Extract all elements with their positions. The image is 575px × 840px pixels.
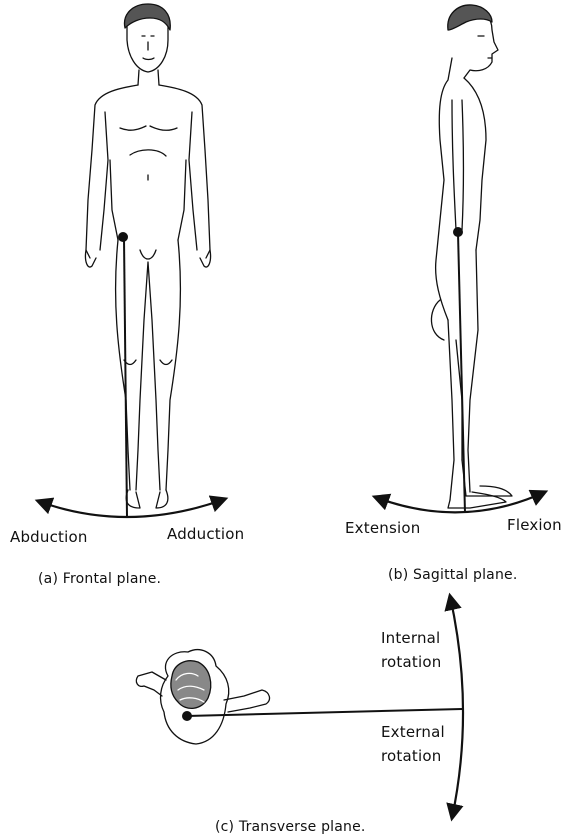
flexion-label: Flexion (507, 518, 562, 533)
adduction-label: Adduction (167, 527, 244, 542)
extension-label: Extension (345, 521, 420, 536)
frontal-plane-caption: (a) Frontal plane. (38, 572, 161, 586)
external-rotation-label-line2: rotation (381, 749, 441, 764)
transverse-arc-arrow (450, 596, 463, 818)
transverse-pivot-point (182, 711, 192, 721)
abduction-label: Abduction (10, 530, 88, 545)
internal-rotation-label-line2: rotation (381, 655, 441, 670)
transverse-plane-caption: (c) Transverse plane. (215, 820, 366, 834)
transverse-head (171, 661, 211, 709)
sagittal-plane-caption: (b) Sagittal plane. (388, 568, 518, 582)
external-rotation-label-line1: External (381, 725, 445, 740)
internal-rotation-label-line1: Internal (381, 631, 440, 646)
